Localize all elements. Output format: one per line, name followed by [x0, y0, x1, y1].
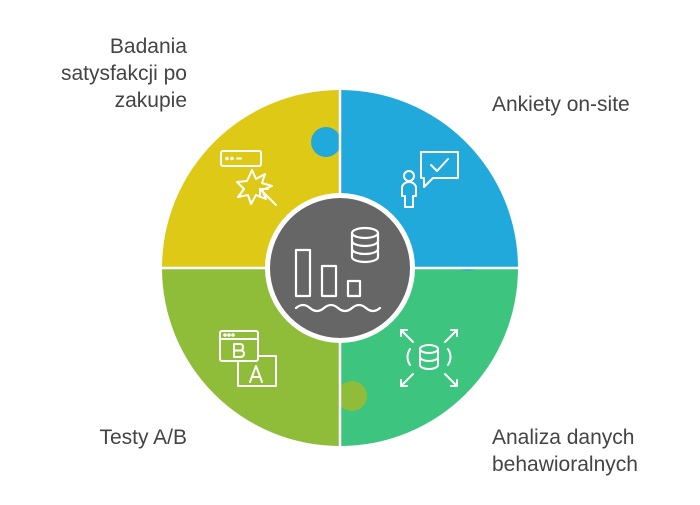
- data-lake-icon: [294, 226, 382, 313]
- label-line: Badania: [109, 35, 187, 58]
- database-expand-icon: [400, 329, 458, 387]
- puzzle-knob-bottom: [337, 381, 367, 411]
- puzzle-knob-right: [453, 241, 483, 271]
- label-ankiety: Ankiety on-site: [492, 91, 630, 118]
- label-line: Ankiety on-site: [492, 93, 630, 116]
- label-line: zakupie: [114, 89, 187, 112]
- person-checkmark-chat-icon: [401, 151, 459, 208]
- label-line: behawioralnych: [492, 453, 638, 476]
- label-line: Testy A/B: [99, 426, 187, 449]
- label-line: Analiza danych: [492, 426, 635, 449]
- click-cursor-window-icon: [220, 150, 277, 206]
- label-testy: Testy A/B: [99, 424, 187, 451]
- label-badania: Badania satysfakcji po zakupie: [61, 33, 187, 114]
- puzzle-knob-top: [311, 127, 341, 157]
- center-circle: [270, 198, 410, 338]
- label-line: satysfakcji po: [60, 62, 187, 85]
- label-analiza: Analiza danych behawioralnych: [492, 424, 638, 478]
- puzzle-knob-left: [197, 267, 227, 297]
- ab-test-windows-icon: [219, 330, 277, 387]
